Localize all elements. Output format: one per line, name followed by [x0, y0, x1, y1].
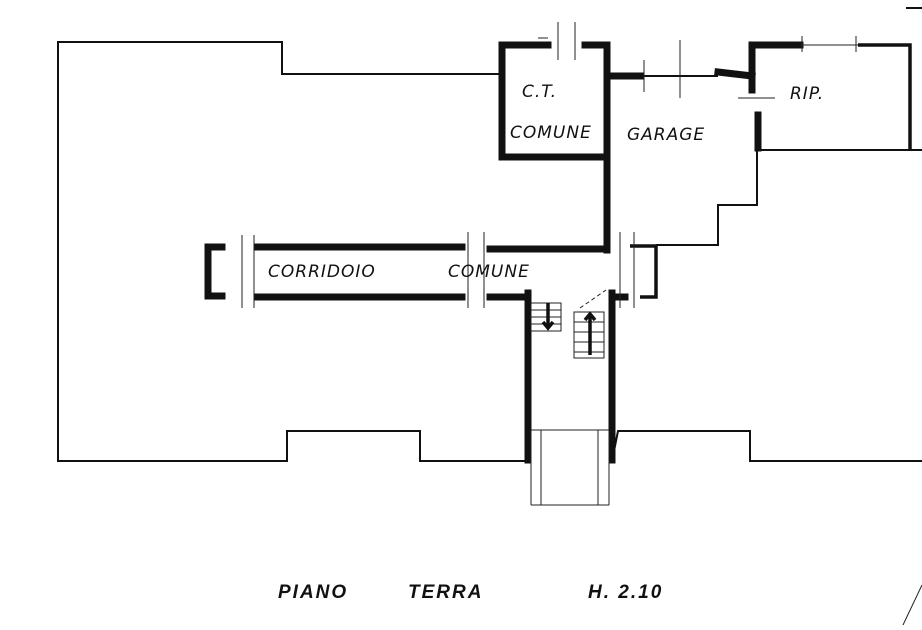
label-storage: RIP.: [790, 84, 824, 104]
label-ct-common: COMUNE: [510, 123, 592, 143]
caption-floor: PIANO: [278, 582, 348, 603]
label-ct: C.T.: [522, 82, 557, 102]
entrance-ramp: [530, 429, 610, 506]
label-corridor-common: COMUNE: [448, 262, 530, 282]
building-outline: [57, 7, 922, 626]
label-garage: GARAGE: [627, 125, 705, 145]
caption-level: TERRA: [408, 582, 483, 603]
ct-room-walls: [498, 22, 611, 161]
staircase: [524, 289, 616, 464]
storage-room-walls: [738, 36, 912, 152]
garage-walls: [603, 40, 758, 254]
label-corridor: CORRIDOIO: [268, 262, 376, 282]
caption-height: H. 2.10: [588, 582, 663, 603]
